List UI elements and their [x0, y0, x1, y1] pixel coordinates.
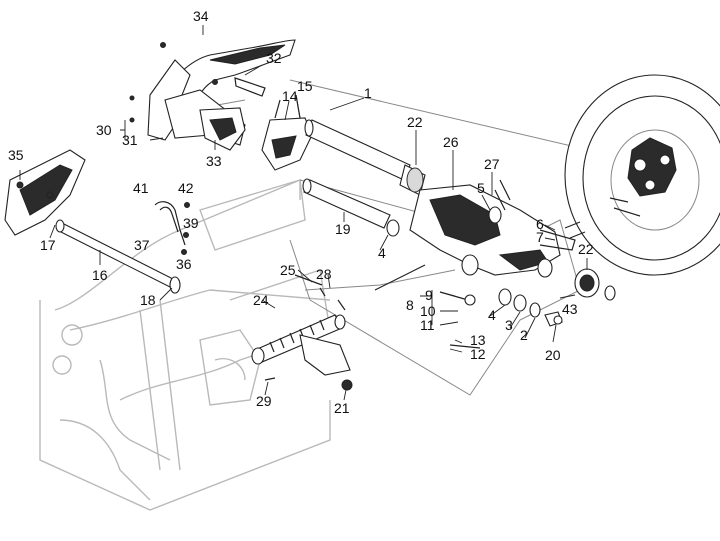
callout-37: 37 [134, 237, 150, 253]
callout-39: 39 [183, 215, 199, 231]
callout-27: 27 [484, 156, 500, 172]
callout-14: 14 [282, 88, 298, 104]
callout-4-upper: 4 [378, 245, 386, 261]
callout-17: 17 [40, 237, 56, 253]
callout-3: 3 [505, 317, 513, 333]
callout-36: 36 [176, 256, 192, 272]
callout-5: 5 [477, 180, 485, 196]
callout-18: 18 [140, 292, 156, 308]
long-axle [55, 219, 181, 294]
callout-6: 6 [536, 216, 544, 232]
callout-41: 41 [133, 180, 149, 196]
callout-8: 8 [406, 297, 414, 313]
callout-31: 31 [122, 132, 138, 148]
callout-28: 28 [316, 266, 332, 282]
callout-35: 35 [8, 147, 24, 163]
callout-34: 34 [193, 8, 209, 24]
upper-shaft [304, 119, 411, 181]
callout-13: 13 [470, 332, 486, 348]
lower-shaft [302, 178, 400, 237]
mount-bracket-right [261, 94, 313, 171]
callout-15: 15 [297, 78, 313, 94]
callout-22-upper: 22 [407, 114, 423, 130]
callout-25: 25 [280, 262, 296, 278]
callout-9: 9 [425, 287, 433, 303]
callout-10: 10 [420, 303, 436, 319]
callout-1: 1 [364, 85, 372, 101]
swingarm-assembly [409, 184, 576, 278]
callout-21: 21 [334, 400, 350, 416]
rear-cover-part [159, 39, 296, 131]
cable-clamp [154, 201, 190, 255]
leader-lines [19, 25, 588, 401]
callout-labels: 34 32 15 14 1 30 31 33 22 26 27 5 35 41 … [8, 8, 594, 416]
callout-43: 43 [562, 301, 578, 317]
callout-12: 12 [470, 346, 486, 362]
callout-30: 30 [96, 122, 112, 138]
callout-20: 20 [545, 347, 561, 363]
callout-4-lower: 4 [488, 307, 496, 323]
callout-16: 16 [92, 267, 108, 283]
bushing-right [574, 268, 616, 301]
callout-32: 32 [266, 50, 282, 66]
side-cover [4, 149, 86, 236]
callout-29: 29 [256, 393, 272, 409]
hanger-bracket [199, 77, 266, 151]
frame-drawing [39, 178, 331, 511]
rear-wheel [564, 74, 720, 276]
callout-19: 19 [335, 221, 351, 237]
callout-26: 26 [443, 134, 459, 150]
callout-33: 33 [206, 153, 222, 169]
callout-24: 24 [253, 292, 269, 308]
shock-absorber [251, 287, 351, 376]
callout-7: 7 [536, 229, 544, 245]
small-hardware [264, 179, 586, 391]
callout-42: 42 [178, 180, 194, 196]
callout-2: 2 [520, 327, 528, 343]
callout-11: 11 [420, 317, 435, 333]
callout-22-right: 22 [578, 241, 594, 257]
